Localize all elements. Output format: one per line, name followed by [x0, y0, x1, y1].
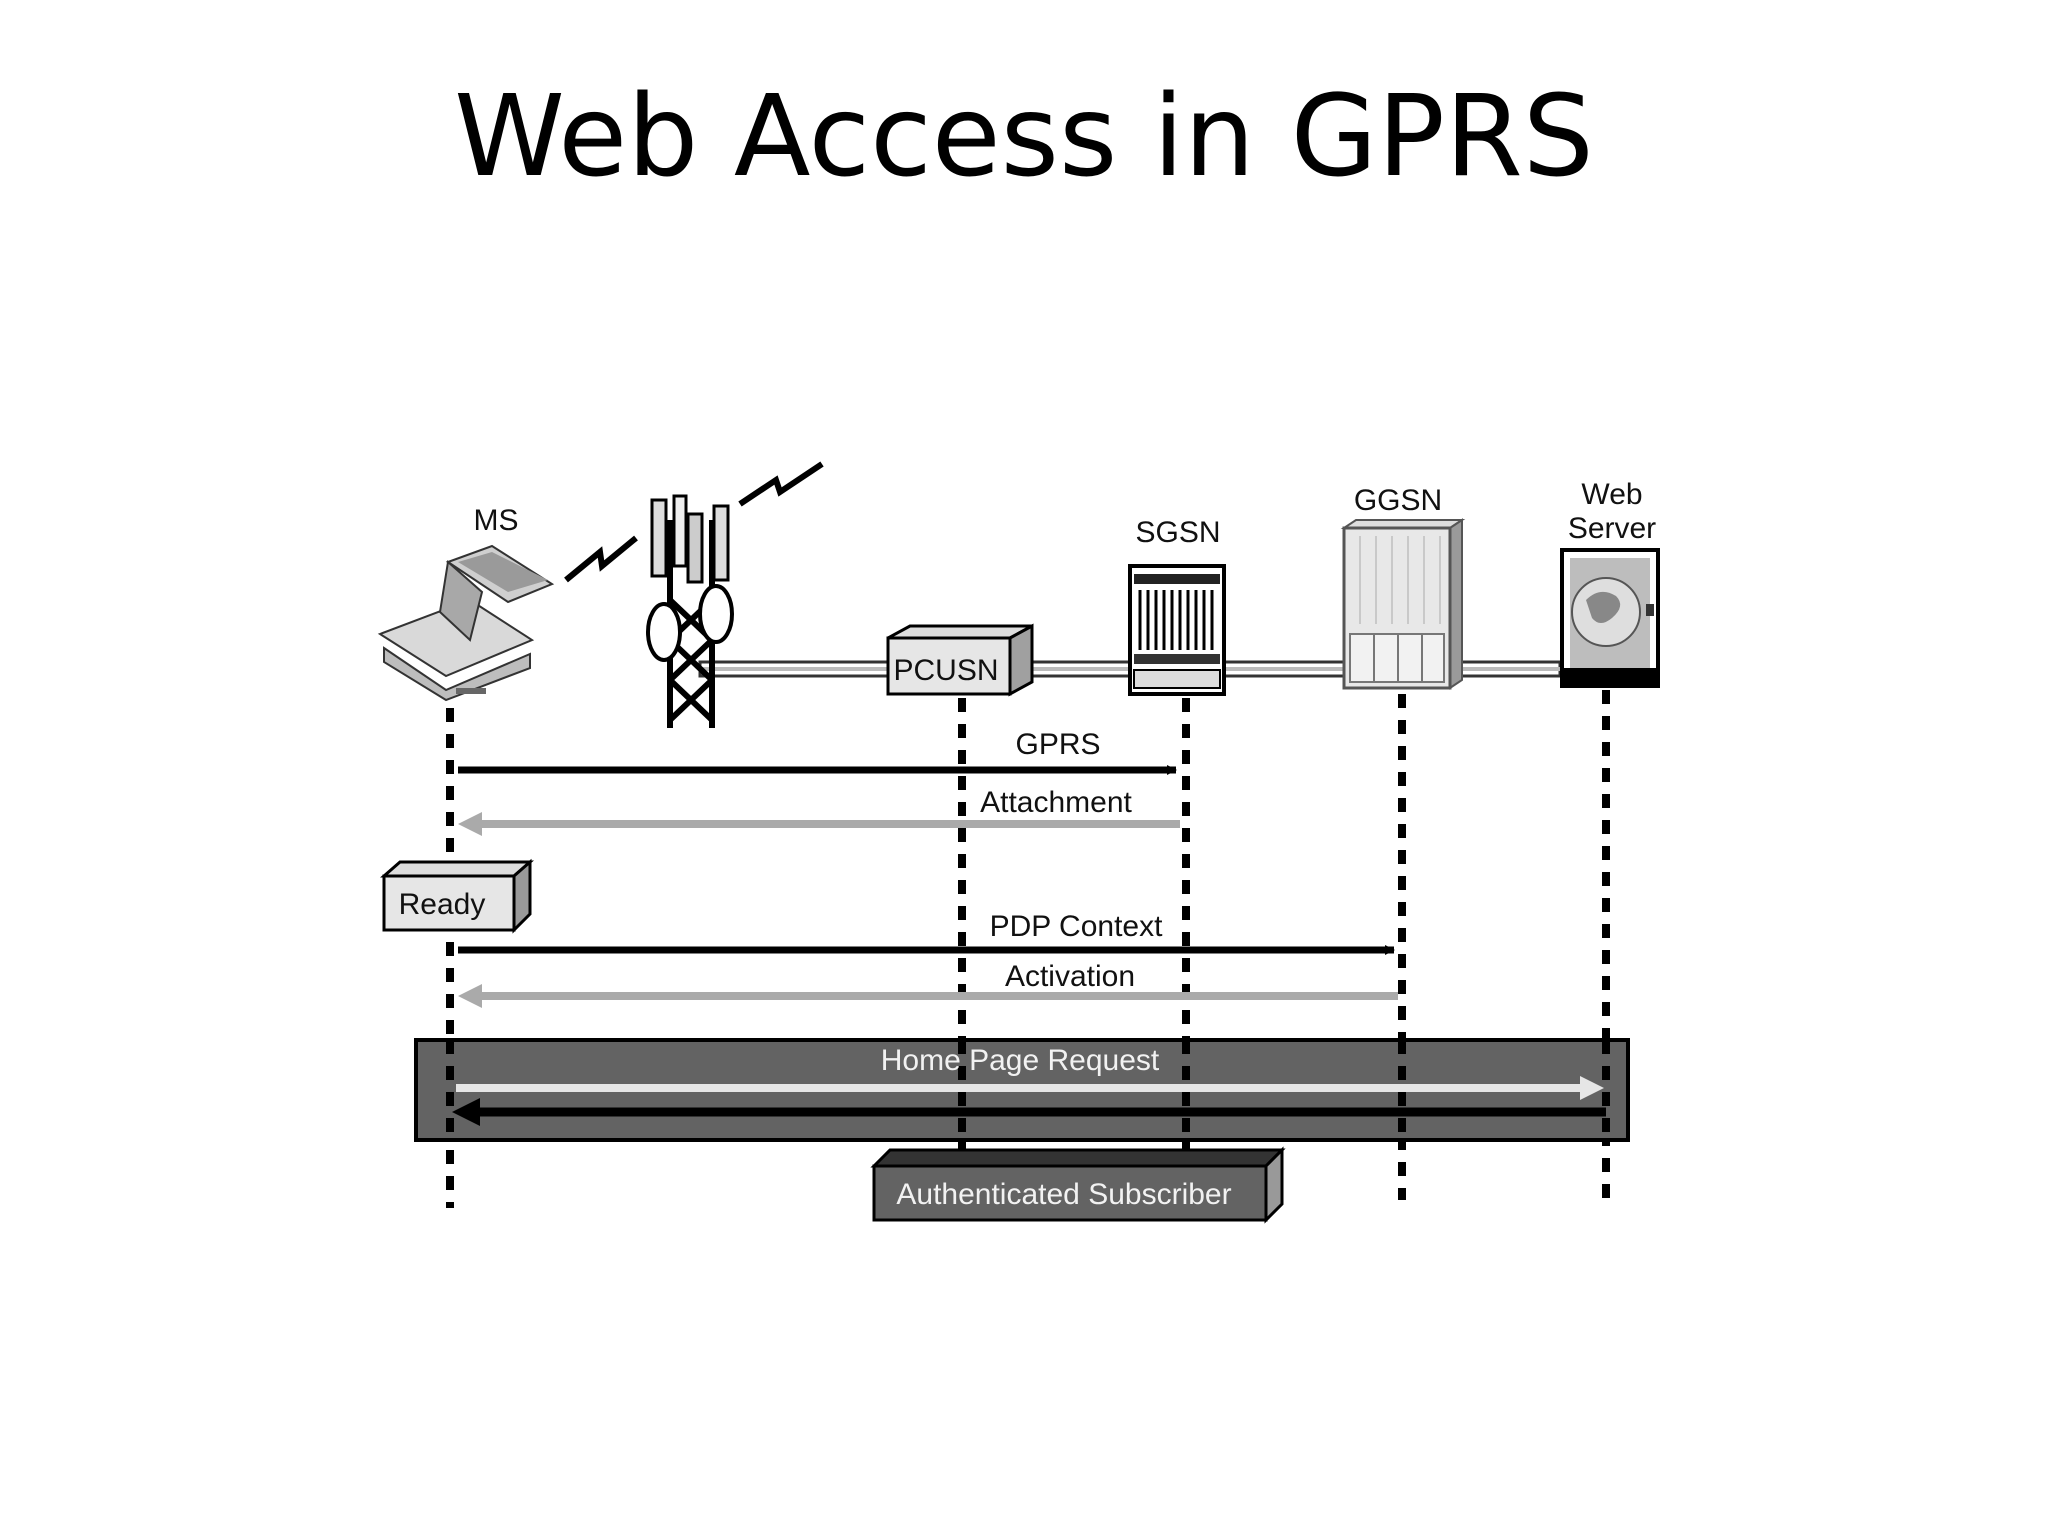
ready-state-box: Ready	[380, 858, 534, 934]
sgsn-rack-icon	[1128, 564, 1226, 696]
web-server-label-line2: Server	[1568, 512, 1656, 545]
gprs-attach-response-arrow	[458, 812, 1180, 836]
ggsn-rack-icon	[1340, 518, 1466, 690]
gprs-label: GPRS	[1015, 728, 1100, 761]
ready-label: Ready	[399, 888, 486, 921]
laptop-icon	[377, 544, 555, 702]
home-page-request-arrow	[456, 1076, 1604, 1100]
radio-link-icon	[564, 461, 824, 583]
globe-server-icon	[1560, 548, 1660, 688]
ggsn-label: GGSN	[1354, 484, 1442, 517]
home-page-response-arrow	[452, 1098, 1606, 1126]
authenticated-subscriber-box: Authenticated Subscriber	[870, 1146, 1286, 1224]
pdp-context-response-arrow	[458, 984, 1398, 1008]
slide-title: Web Access in GPRS	[454, 72, 1594, 202]
attachment-label: Attachment	[980, 786, 1132, 819]
home-page-request-label: Home Page Request	[881, 1044, 1160, 1077]
activation-label: Activation	[1005, 960, 1135, 993]
pdp-context-label: PDP Context	[990, 910, 1164, 943]
cell-tower-icon	[646, 494, 734, 728]
pcusn-label: PCUSN	[893, 654, 998, 687]
ms-label: MS	[474, 504, 519, 537]
pcusn-box: PCUSN	[886, 623, 1034, 697]
authenticated-subscriber-label: Authenticated Subscriber	[896, 1178, 1231, 1211]
web-server-label-line1: Web	[1581, 478, 1642, 511]
sgsn-label: SGSN	[1135, 516, 1220, 549]
lifelines-over-band	[446, 1040, 1610, 1140]
